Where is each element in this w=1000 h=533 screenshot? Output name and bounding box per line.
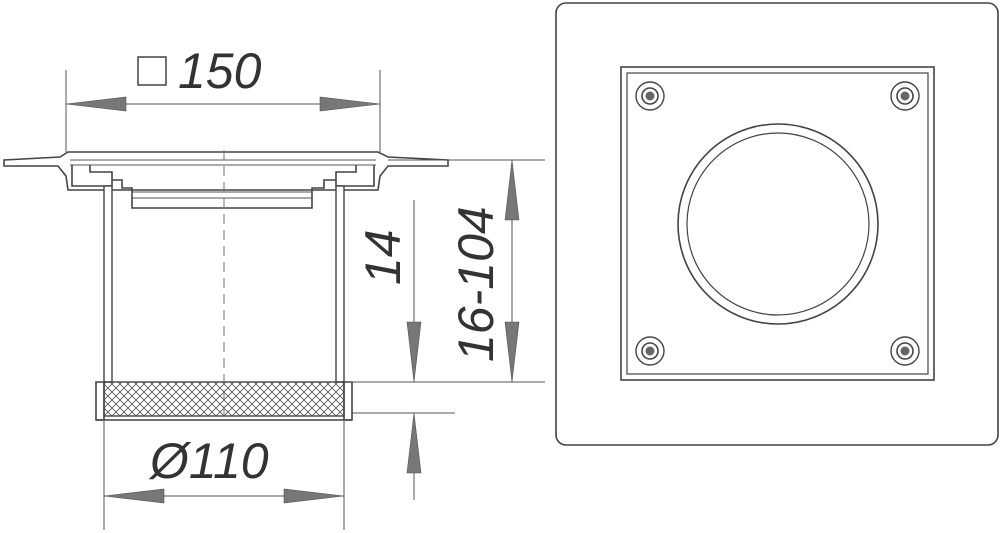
drain-opening-outer [677,123,879,325]
arrow-right [319,96,381,112]
dimension-diameter-label: Ø110 [148,433,269,489]
dimension-height-inner-label: 14 [355,229,411,285]
arrow-left-bottom [103,488,165,504]
dimension-height-total: 16-104 [348,159,545,383]
square-symbol-icon [137,56,167,86]
arrow-right-bottom [283,488,345,504]
dimension-width: 150 [65,43,381,152]
dimension-width-label: 150 [178,43,262,99]
arrow-down-small [406,321,422,383]
dimension-height-inner: 14 [352,200,455,500]
drain-opening-inner [686,132,870,316]
dimension-diameter: Ø110 [103,420,345,530]
frame-outer [620,66,935,381]
dimension-height-total-label: 16-104 [448,206,504,362]
screw-icon [890,81,920,111]
section-view [3,150,449,421]
screw-icon [890,336,920,366]
outer-plate [555,2,999,446]
arrow-up-small [406,412,422,474]
plan-view [555,2,999,446]
screw-icon [635,336,665,366]
arrow-down [504,321,520,383]
arrow-up [504,159,520,221]
screw-icon [635,81,665,111]
frame-inner [626,72,929,375]
arrow-left [65,96,127,112]
